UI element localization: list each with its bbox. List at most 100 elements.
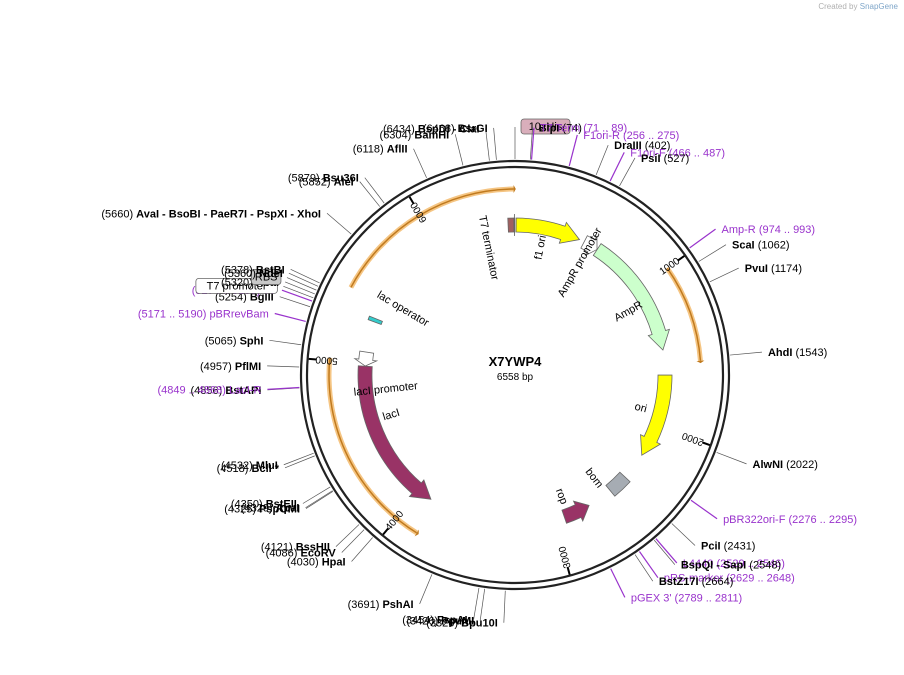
tick-2000 [701, 441, 711, 447]
site-name-aflii: AflII [387, 144, 408, 156]
site-position-draiii: (402) [645, 140, 671, 152]
leader-f1ori-r [568, 134, 578, 167]
feature-laci [357, 365, 432, 500]
site-name-ahdi: AhdI [768, 347, 792, 359]
site-position-bstz17i: (2664) [702, 576, 734, 588]
leader-ecorv [341, 529, 365, 553]
site-position-alei: (5852) [299, 177, 331, 189]
site-pbrrevbam: (5171 .. 5190) pBRrevBam [138, 309, 269, 321]
leader-ndei [288, 272, 319, 287]
site-alei: (5852) AleI [299, 177, 354, 189]
site-bstapi: (4856) BstAPI [191, 385, 262, 397]
site-position-scai: (1062) [758, 240, 790, 252]
site-name-sphi: SphI [240, 335, 264, 347]
tick-6000 [408, 196, 415, 205]
site-position-mlui: (4532) [221, 460, 253, 472]
outer-arc-1 [666, 267, 702, 361]
feature-label-bom: bom [583, 466, 606, 490]
site-position-pcii: (2431) [724, 541, 756, 553]
box-rbs [251, 269, 282, 285]
site-bpu10i: (3326) Bpu10I [426, 618, 498, 630]
site-position-apai: (4329) [241, 503, 273, 515]
leader-pcii [671, 523, 696, 546]
site-position-bstbi: (5378) [221, 264, 253, 276]
site-bamhi: (6304) BamHI [380, 129, 450, 141]
leader-ahdi [730, 351, 762, 356]
feature-laci-promoter [353, 350, 379, 367]
site-position-laci-r: (4849 .. 4868) [157, 384, 226, 396]
site-position-l4440: (2529 .. 2546) [716, 558, 785, 570]
site-name-pbr322ori-f: pBR322ori-F [723, 514, 786, 526]
leader-bamhi [454, 134, 464, 166]
plasmid-length: 6558 bp [497, 372, 534, 383]
box-label-rbs: RBS [255, 272, 278, 284]
backbone-ring [299, 159, 731, 591]
site-position-alwni: (2022) [786, 459, 818, 471]
site-name-fspai: FspAI [437, 615, 468, 627]
site-position-bcli: (4518) [217, 463, 249, 475]
site-position-ndei: (5360) [224, 268, 256, 280]
tick-label-5000: 5000 [315, 353, 338, 366]
site-name-pvui: PvuI [745, 263, 768, 275]
feature-label-f1-ori: f1 ori [533, 234, 549, 260]
leader-apai [305, 490, 333, 509]
site-position-hpai: (4030) [287, 557, 319, 569]
outer-arc-arrow-1 [696, 360, 705, 364]
site-name-bglii: BglII [250, 292, 274, 304]
leader-avai-bsobi-paer7i-pspxi-xhoi [326, 212, 352, 235]
site-position-bstapi: (4856) [191, 385, 223, 397]
outer-arc-0 [350, 188, 514, 288]
leader-pbr322ori-f [690, 499, 718, 520]
site-bstz17i: BstZ17I (2664) [659, 576, 734, 588]
feature-label-ampr: AmpR [612, 299, 645, 325]
leader-pvui [709, 267, 739, 283]
site-position-xbai: (5320) [221, 277, 253, 289]
site-position-aflii: (6118) [353, 144, 384, 156]
backbone-inner-circle [305, 165, 725, 585]
credit-prefix: Created by [818, 2, 858, 11]
leader-aflii [413, 148, 427, 179]
tick-5000 [308, 357, 317, 361]
feature-lac-operator [367, 315, 383, 326]
site-bspqi-sapi: BspQI - SapI (2548) [681, 560, 781, 572]
leader-bspdi-clai [485, 128, 490, 161]
site-name-bsu36i: Bsu36I [323, 173, 359, 185]
site-position-bglii: (5254) [215, 292, 247, 304]
site-pvui: PvuI (1174) [745, 263, 802, 275]
site-name-draiii: DraIII [614, 140, 642, 152]
site-amp-r: Amp-R (974 .. 993) [722, 224, 816, 236]
feature-ori [640, 374, 673, 456]
site-name-alwni: AlwNI [753, 459, 784, 471]
snapgene-brand: SnapGene [859, 2, 898, 11]
site-name-pgex-3: pGEX 3' [631, 592, 672, 604]
feature-label-lac-operator: lac operator [375, 289, 431, 329]
site-pcii: PciI (2431) [701, 541, 755, 553]
site-ppumi: (3426) PpuMI [406, 616, 474, 628]
site-position-bspqi-sapi: (2548) [749, 560, 781, 572]
site-position-bsu36i: (5879) [288, 173, 320, 185]
site-prs-marker: pRS-marker (2629 .. 2648) [664, 573, 795, 585]
site-name-ppumi: PpuMI [441, 616, 474, 628]
site-pshai: (3691) PshAI [348, 599, 414, 611]
site-pbr322ori-f: pBR322ori-F (2276 .. 2295) [723, 514, 857, 526]
site-name-pspomi: PspOMI [259, 504, 300, 516]
leader-pflmi [267, 365, 300, 368]
site-name-prs-marker: pRS-marker [664, 573, 724, 585]
leader-pgex-3 [610, 568, 626, 598]
site-position-bamhi: (6304) [380, 129, 412, 141]
feature-t7-terminator [507, 217, 515, 233]
site-name-pshai: PshAI [382, 599, 413, 611]
tick-label-3000: 3000 [557, 545, 574, 570]
leader-hpai [351, 537, 373, 562]
site-sphi: (5065) SphI [205, 335, 264, 347]
site-name-bsshii: BssHII [296, 542, 330, 554]
site-position-psii: (527) [664, 153, 690, 165]
site-position-avai-bsobi-paer7i-pspxi-xhoi: (5660) [101, 208, 133, 220]
site-scai: ScaI (1062) [732, 240, 790, 252]
site-l4440: L4440 (2529 .. 2546) [683, 558, 785, 570]
site-name-alei: AleI [334, 177, 354, 189]
site-position-t7-term: (71 .. 89) [583, 123, 627, 135]
site-name-bpu10i: Bpu10I [461, 618, 498, 630]
tick-4000 [382, 527, 389, 536]
leader-ppumi [479, 588, 486, 621]
